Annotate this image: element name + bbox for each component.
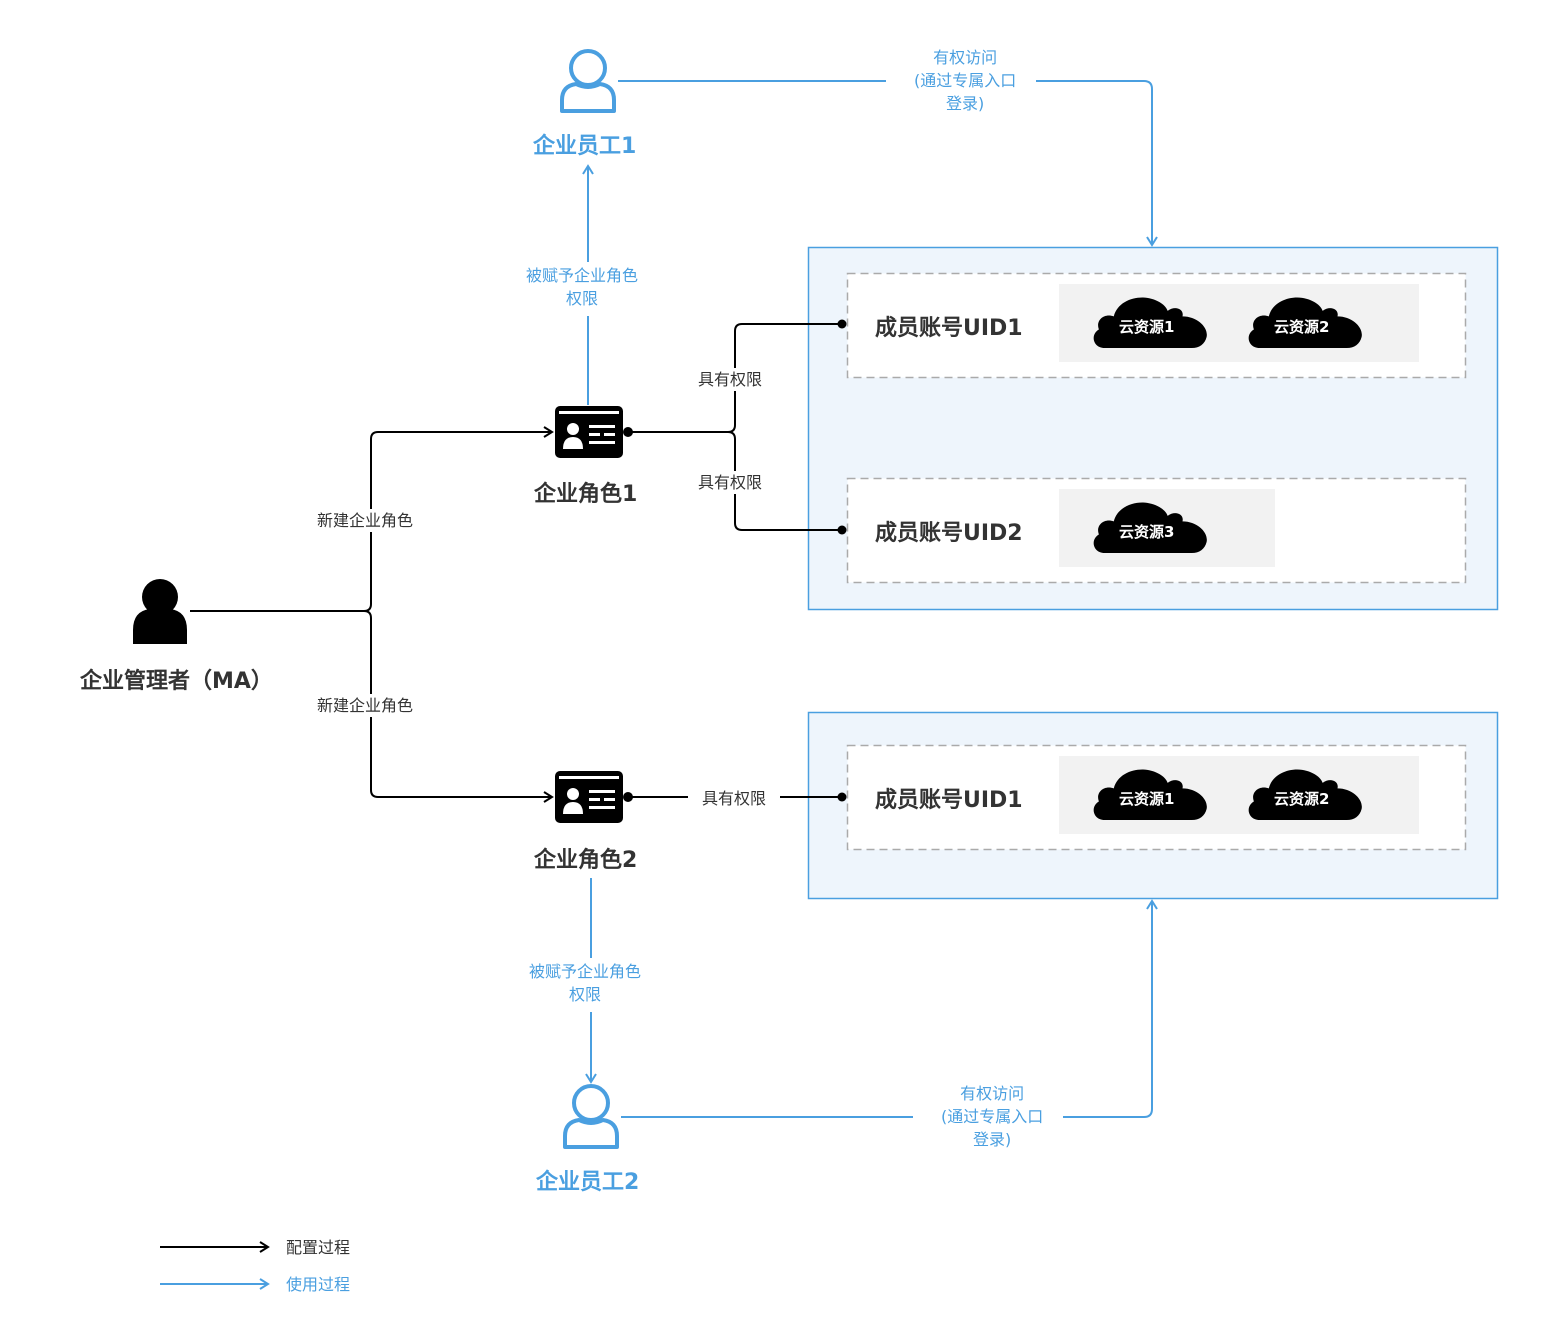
connector-dot	[837, 319, 847, 329]
edge-label-role1-uid1: 具有权限	[694, 368, 767, 392]
edge-label-grant-employee1: 被赋予企业角色 权限	[522, 262, 643, 317]
edge-employee1-group1	[618, 80, 1158, 247]
employee1-label: 企业员工1	[533, 134, 637, 159]
resource-label[interactable]: 云资源3	[1119, 523, 1175, 541]
connector-dot	[623, 792, 633, 802]
edge-label-grant-employee2: 被赋予企业角色 权限	[525, 958, 646, 1013]
resource-label[interactable]: 云资源2	[1274, 790, 1330, 808]
edge-employee2-group2	[621, 899, 1158, 1118]
legend	[160, 1241, 270, 1290]
config-edges	[190, 323, 842, 803]
resource-label[interactable]: 云资源2	[1274, 318, 1330, 336]
edge-label-create-role1: 新建企业角色	[313, 509, 418, 533]
user-outline-icon	[563, 1084, 619, 1149]
edge-label-create-role2: 新建企业角色	[313, 694, 418, 718]
role2-label: 企业角色2	[534, 848, 638, 873]
id-card-icon	[555, 771, 623, 823]
edge-label-role2-uid1: 具有权限	[688, 787, 781, 811]
connector-dot	[837, 792, 847, 802]
resource-label[interactable]: 云资源1	[1119, 318, 1175, 336]
connector-dot	[623, 427, 633, 437]
connector-dot	[837, 525, 847, 535]
user-solid-icon	[133, 579, 187, 644]
edge-role1-uid2	[727, 431, 842, 531]
legend-usage-label: 使用过程	[286, 1275, 351, 1294]
edge-label-access-employee2: 有权访问 (通过专属入口 登录)	[913, 1082, 1064, 1152]
user-outline-icon	[560, 49, 616, 113]
employee2-label: 企业员工2	[536, 1170, 640, 1195]
role1-label: 企业角色1	[534, 482, 638, 507]
account-label-uid1: 成员账号UID1	[875, 788, 1023, 813]
account-label-uid1: 成员账号UID1	[875, 316, 1023, 341]
admin-label: 企业管理者（MA）	[80, 669, 273, 694]
id-card-icon	[555, 406, 623, 458]
resource-label[interactable]: 云资源1	[1119, 790, 1175, 808]
edge-admin-role2	[363, 610, 554, 803]
legend-config-label: 配置过程	[286, 1238, 351, 1257]
edge-label-access-employee1: 有权访问 (通过专属入口 登录)	[886, 46, 1037, 116]
account-label-uid2: 成员账号UID2	[875, 521, 1023, 546]
edge-label-role1-uid2: 具有权限	[694, 471, 767, 495]
